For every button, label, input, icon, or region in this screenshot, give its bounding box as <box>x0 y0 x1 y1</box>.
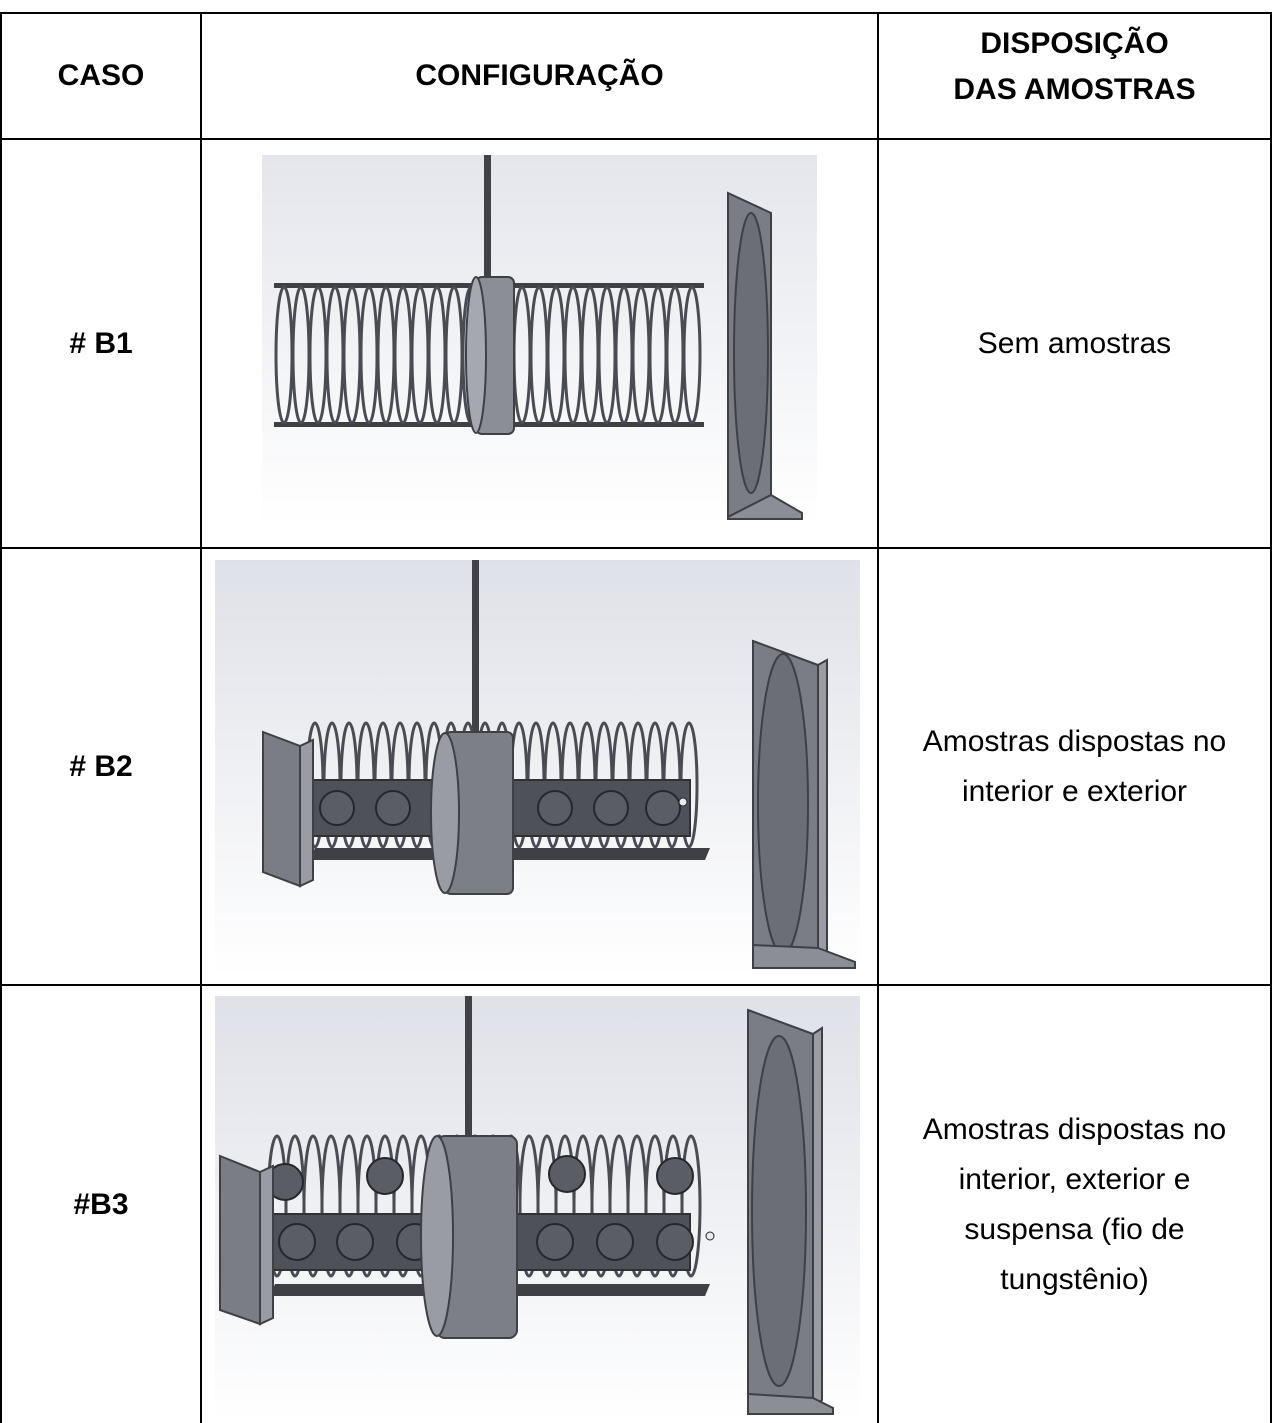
table-divider-col1 <box>200 12 202 1423</box>
table-divider-row2 <box>0 984 1272 986</box>
sample-hole <box>656 1223 694 1261</box>
row3-render <box>215 996 860 1423</box>
sample-hole <box>336 1223 374 1261</box>
row1-desc-line: Sem amostras <box>977 326 1172 360</box>
table-divider-row1 <box>0 547 1272 549</box>
header-disposicao-line2: DAS AMOSTRAS <box>953 73 1196 106</box>
row3-desc-line: tungstênio) <box>1000 1262 1149 1296</box>
header-disposicao: DISPOSIÇÃO DAS AMOSTRAS <box>879 14 1270 138</box>
table-border-left <box>0 12 2 1423</box>
coil-loop <box>682 285 702 425</box>
sample-hole <box>537 790 573 826</box>
row3-desc-line: interior, exterior e <box>958 1162 1191 1196</box>
header-configuracao: CONFIGURAÇÃO <box>202 14 877 138</box>
table-divider-header <box>0 138 1272 140</box>
header-configuracao-text: CONFIGURAÇÃO <box>415 59 664 92</box>
sample-hole <box>593 790 629 826</box>
row1-render <box>262 155 817 526</box>
row3-desc-line: suspensa (fio de <box>964 1212 1185 1246</box>
sample-hole <box>319 790 355 826</box>
row2-caso: # B2 <box>2 549 200 984</box>
configuration-table: CASO CONFIGURAÇÃO DISPOSIÇÃO DAS AMOSTRA… <box>0 12 1272 1423</box>
sample-hole <box>596 1223 634 1261</box>
row2-disposicao: Amostras dispostas no interior e exterio… <box>879 549 1270 984</box>
sample-hole <box>375 790 411 826</box>
row3-caso: #B3 <box>2 986 200 1423</box>
sample-hole <box>536 1223 574 1261</box>
row2-caso-text: # B2 <box>69 749 133 783</box>
row2-desc-line: Amostras dispostas no <box>922 724 1227 758</box>
table-divider-col2 <box>877 12 879 1423</box>
sample-hole <box>645 790 681 826</box>
header-caso-text: CASO <box>57 59 145 92</box>
row1-caso: # B1 <box>2 140 200 547</box>
row3-desc-line: Amostras dispostas no <box>922 1112 1227 1146</box>
header-caso: CASO <box>2 14 200 138</box>
row2-render <box>215 560 860 977</box>
row3-configuration-image <box>215 996 860 1423</box>
row1-caso-text: # B1 <box>69 326 133 360</box>
header-disposicao-line1: DISPOSIÇÃO <box>980 27 1169 60</box>
sample-hole <box>278 1223 316 1261</box>
row2-desc-line: interior e exterior <box>961 774 1188 808</box>
coil-loop <box>680 1134 702 1278</box>
row3-disposicao: Amostras dispostas no interior, exterior… <box>879 986 1270 1423</box>
table-border-right <box>1270 12 1272 1423</box>
table-border-top <box>0 12 1272 14</box>
row1-disposicao: Sem amostras <box>879 140 1270 547</box>
row1-configuration-image <box>262 155 817 526</box>
row2-configuration-image <box>215 560 860 977</box>
row3-caso-text: #B3 <box>73 1187 129 1221</box>
